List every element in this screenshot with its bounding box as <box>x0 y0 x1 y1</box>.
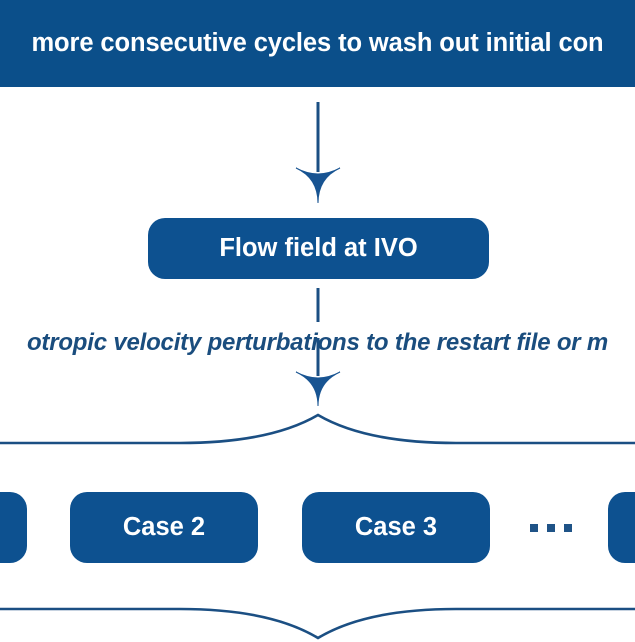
node-case-2-label: Case 2 <box>122 512 206 541</box>
arrow-flow-field-to-cases <box>295 288 341 407</box>
brace-split-top <box>0 413 635 445</box>
node-case-n[interactable] <box>608 492 635 563</box>
ellipsis-dot-2 <box>547 524 555 532</box>
arrow-banner-to-flow-field <box>295 102 341 204</box>
ellipsis-dot-3 <box>564 524 572 532</box>
header-banner-label: more consecutive cycles to wash out init… <box>31 28 604 57</box>
node-flow-field-at-ivo-label: Flow field at IVO <box>219 233 418 262</box>
node-case-3-label: Case 3 <box>354 512 438 541</box>
annotation-perturbations-label: otropic velocity perturbations to the re… <box>26 329 609 356</box>
node-flow-field-at-ivo[interactable]: Flow field at IVO <box>148 218 489 279</box>
node-case-3[interactable]: Case 3 <box>302 492 490 563</box>
ellipsis-more-cases <box>530 518 572 538</box>
node-case-2[interactable]: Case 2 <box>70 492 258 563</box>
header-banner: more consecutive cycles to wash out init… <box>0 0 635 87</box>
ellipsis-dot-1 <box>530 524 538 532</box>
node-case-1[interactable] <box>0 492 27 563</box>
annotation-perturbations: otropic velocity perturbations to the re… <box>0 326 635 360</box>
brace-merge-bottom <box>0 607 635 640</box>
